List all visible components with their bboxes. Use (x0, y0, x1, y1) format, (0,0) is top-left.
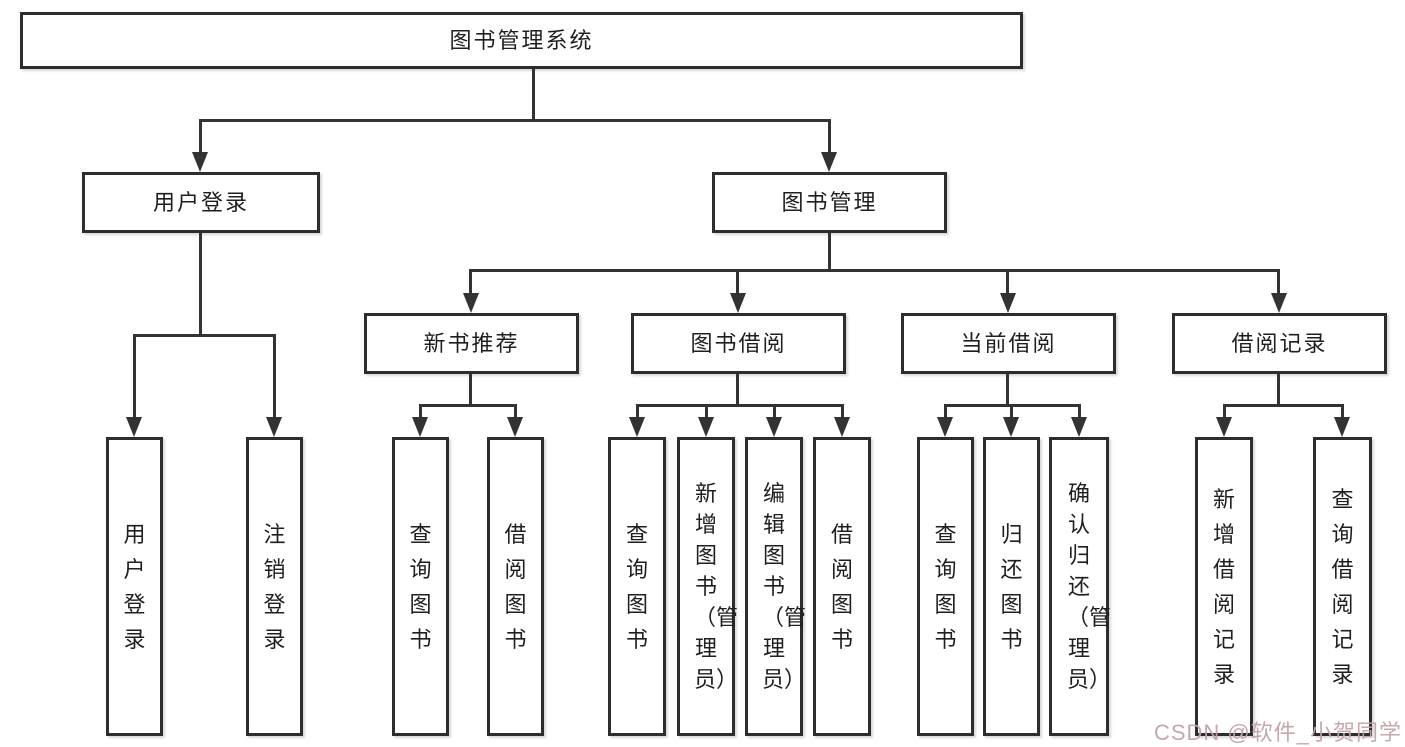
connector-mgmt-stem (828, 233, 831, 271)
leaf-records-add: 新增借阅记录 (1195, 437, 1253, 736)
connector-login-drop (199, 119, 202, 154)
leaf-newbook-query-label: 查询图书 (409, 521, 432, 652)
leaf-borrow-borrow-label: 借阅图书 (830, 521, 853, 652)
node-book-borrow: 图书借阅 (631, 313, 846, 374)
node-book-borrow-label: 图书借阅 (690, 330, 787, 356)
connector-borrow-bus (636, 404, 843, 407)
connector-records-leaf1-drop (1223, 404, 1226, 419)
arrowhead-borrow (730, 293, 746, 313)
connector-newbook-leaf1-drop (419, 404, 422, 419)
node-book-management: 图书管理 (712, 172, 947, 233)
connector-records-drop (1277, 269, 1280, 295)
node-root-label: 图书管理系统 (449, 27, 594, 53)
node-current-borrow-label: 当前借阅 (960, 330, 1057, 356)
arrowhead-current-leaf2 (1003, 417, 1019, 437)
node-book-management-label: 图书管理 (781, 189, 878, 215)
leaf-records-add-label: 新增借阅记录 (1212, 486, 1235, 687)
connector-records-bus (1223, 404, 1343, 407)
leaf-current-query-label: 查询图书 (934, 521, 957, 652)
leaf-logout: 注销登录 (246, 437, 303, 736)
node-root: 图书管理系统 (20, 12, 1023, 69)
node-user-login-label: 用户登录 (152, 189, 249, 215)
leaf-current-query: 查询图书 (917, 437, 974, 736)
connector-records-stem (1277, 374, 1280, 407)
connector-login-stem (199, 233, 202, 336)
connector-current-leaf3-drop (1078, 404, 1081, 419)
leaf-borrow-borrow: 借阅图书 (813, 437, 871, 736)
connector-current-leaf1-drop (944, 404, 947, 419)
arrowhead-login-leaf1 (126, 417, 142, 437)
leaf-current-return-label: 归还图书 (1000, 521, 1023, 652)
leaf-user-login-label: 用户登录 (123, 521, 146, 652)
connector-records-leaf2-drop (1341, 404, 1344, 419)
node-borrow-records-label: 借阅记录 (1231, 330, 1328, 356)
node-new-book-recommend: 新书推荐 (364, 313, 579, 374)
arrowhead-records (1271, 293, 1287, 313)
connector-current-leaf2-drop (1010, 404, 1013, 419)
connector-level2-bus (469, 269, 1279, 272)
connector-borrow-leaf4-drop (841, 404, 844, 419)
arrowhead-current-leaf3 (1071, 417, 1087, 437)
connector-borrow-stem (736, 374, 739, 407)
connector-level1-bus (199, 119, 831, 122)
connector-root-stem (532, 69, 535, 120)
connector-mgmt-drop (828, 119, 831, 154)
arrowhead-login (192, 152, 208, 172)
node-current-borrow: 当前借阅 (901, 313, 1116, 374)
connector-login-bus (133, 334, 275, 337)
leaf-user-login: 用户登录 (106, 437, 163, 736)
node-new-book-recommend-label: 新书推荐 (423, 330, 520, 356)
leaf-newbook-borrow-label: 借阅图书 (504, 521, 527, 652)
arrowhead-newbook-leaf2 (507, 417, 523, 437)
leaf-borrow-add: 新增图书（管理员） (677, 437, 739, 736)
connector-borrow-drop (736, 269, 739, 295)
connector-login-leaf1-drop (133, 334, 136, 419)
leaf-borrow-edit-label: 编辑图书（管理员） (762, 481, 807, 692)
arrowhead-borrow-leaf2 (698, 417, 714, 437)
leaf-records-query: 查询借阅记录 (1313, 437, 1372, 736)
arrowhead-borrow-leaf1 (629, 417, 645, 437)
leaf-borrow-add-label: 新增图书（管理员） (694, 481, 739, 692)
leaf-borrow-edit: 编辑图书（管理员） (745, 437, 807, 736)
node-user-login: 用户登录 (82, 172, 320, 233)
connector-newbook-stem (469, 374, 472, 407)
watermark-text: CSDN @软件_小贺同学 (1153, 720, 1402, 745)
connector-borrow-leaf1-drop (636, 404, 639, 419)
leaf-borrow-query: 查询图书 (608, 437, 666, 736)
connector-borrow-leaf3-drop (773, 404, 776, 419)
arrowhead-current-leaf1 (937, 417, 953, 437)
connector-borrow-leaf2-drop (705, 404, 708, 419)
leaf-records-query-label: 查询借阅记录 (1331, 486, 1354, 687)
node-borrow-records: 借阅记录 (1172, 313, 1387, 374)
leaf-logout-label: 注销登录 (263, 521, 286, 652)
connector-current-stem (1006, 374, 1009, 407)
arrowhead-records-leaf1 (1216, 417, 1232, 437)
connector-newbook-leaf2-drop (514, 404, 517, 419)
leaf-current-return: 归还图书 (983, 437, 1040, 736)
arrowhead-records-leaf2 (1334, 417, 1350, 437)
connector-newbook-drop (469, 269, 472, 295)
leaf-newbook-borrow: 借阅图书 (487, 437, 544, 736)
arrowhead-borrow-leaf4 (834, 417, 850, 437)
connector-current-drop (1006, 269, 1009, 295)
connector-login-leaf2-drop (273, 334, 276, 419)
leaf-newbook-query: 查询图书 (392, 437, 449, 736)
arrowhead-mgmt (821, 152, 837, 172)
arrowhead-current (1000, 293, 1016, 313)
arrowhead-newbook-leaf1 (412, 417, 428, 437)
leaf-current-confirm-return: 确认归还（管理员） (1049, 437, 1112, 736)
connector-newbook-bus (419, 404, 517, 407)
leaf-borrow-query-label: 查询图书 (625, 521, 648, 652)
arrowhead-login-leaf2 (266, 417, 282, 437)
leaf-current-confirm-return-label: 确认归还（管理员） (1067, 481, 1112, 692)
arrowhead-borrow-leaf3 (766, 417, 782, 437)
arrowhead-newbook (463, 293, 479, 313)
